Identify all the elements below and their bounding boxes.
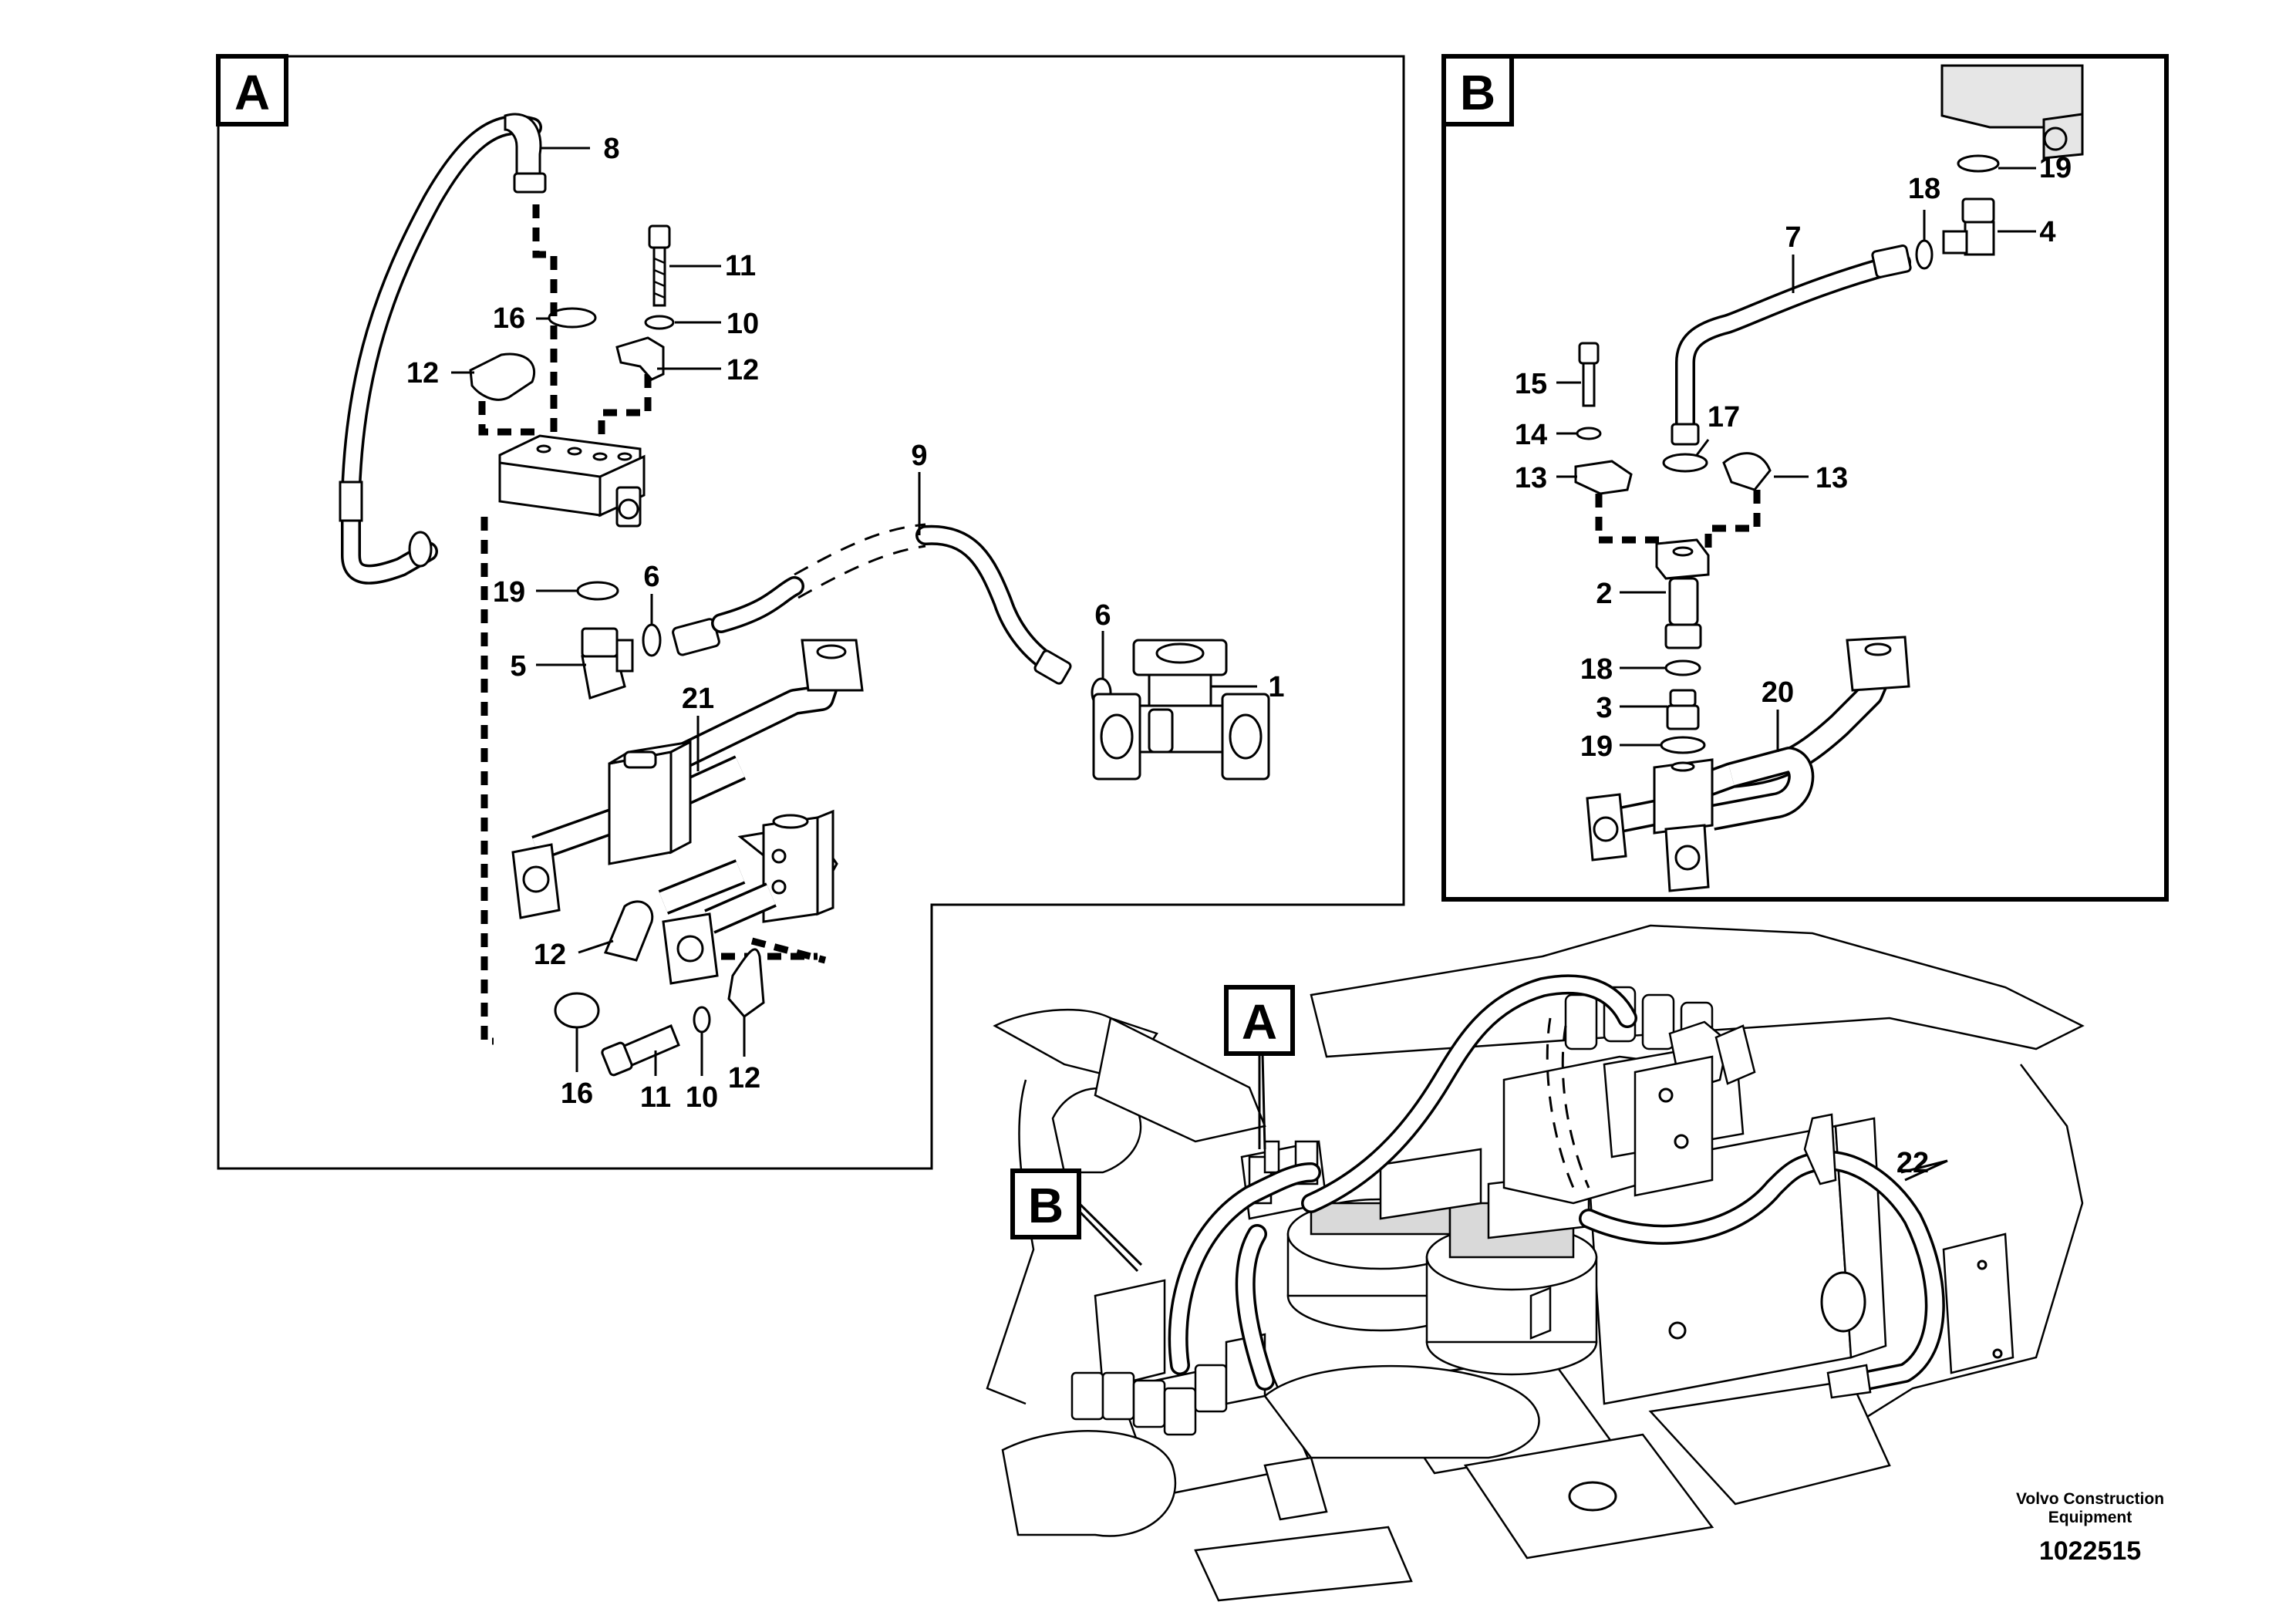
clamp-12-lower-left [603,900,654,962]
callout-b-leader [1077,1202,1143,1273]
callout-6-right: 6 [1094,599,1111,632]
washer-10-upper [644,315,675,330]
footer: Volvo Construction Equipment 1022515 [2016,1490,2164,1566]
callout-14: 14 [1515,419,1547,451]
callout-18-lower: 18 [1580,653,1613,686]
panel-b-badge-box [1441,54,1514,126]
o-ring-19-b-top [1957,154,2000,173]
callout-11-lower: 11 [640,1081,671,1114]
pipe-20 [1586,636,1910,892]
overview-callout-a: A [1242,994,1277,1050]
clamp-12-right [615,336,665,381]
guide-line-lower [480,517,494,1045]
screw-11-lower [601,1024,680,1077]
panel-a: A [216,54,1405,1170]
flange-2 [1655,538,1710,649]
callout-8: 8 [603,133,619,165]
callout-18-top: 18 [1908,173,1940,205]
washer-10-lower [693,1006,711,1034]
o-ring-17 [1662,453,1708,473]
hose-8 [339,113,547,585]
callout-13-right: 13 [1816,462,1848,494]
swing-motors [1263,1148,1598,1459]
callout-6-left: 6 [643,561,659,593]
guide-line-b-left [1595,494,1666,544]
callout-19-a: 19 [493,576,525,609]
callout-4: 4 [2039,216,2055,248]
screw-11-upper [648,224,671,307]
panel-a-badge: A [234,65,270,120]
washer-14 [1576,427,1602,440]
callout-21: 21 [682,683,714,715]
document-number: 1022515 [2039,1536,2141,1566]
guide-line-flange-b [750,937,827,964]
valve-block-b [1940,64,2084,160]
clamp-13-right [1722,452,1772,491]
guide-line-clamp-left [478,401,544,436]
callout-20: 20 [1762,676,1794,709]
o-ring-6-left [642,623,662,657]
callout-3: 3 [1596,692,1612,724]
callout-5: 5 [510,650,526,683]
callout-12-right: 12 [727,354,759,386]
hose-7 [1671,244,1912,446]
callout-numbers: 8 11 16 10 12 12 9 19 6 6 5 1 21 12 16 1… [406,133,2072,1179]
overview-flanges-b [1070,1279,1266,1436]
panel-b-badge: B [1460,65,1495,120]
o-ring-19-a [576,581,619,601]
clamp-12-lower-right [727,948,765,1019]
callout-13-left: 13 [1515,462,1547,494]
callout-19-b-top: 19 [2039,152,2072,184]
control-valve [1502,986,1756,1340]
callout-7: 7 [1785,221,1801,254]
hose-9 [672,523,1072,685]
callout-1: 1 [1268,671,1284,703]
clamp-13-left [1574,460,1633,495]
callout-17: 17 [1708,401,1740,433]
elbow-5 [581,627,634,700]
o-ring-18-lower [1664,659,1701,676]
machine-overview: A B [986,924,2085,1602]
valve-block [498,434,646,528]
o-ring-19-b-lower [1660,736,1706,754]
callout-16-lower: 16 [561,1077,593,1110]
callout-11-upper: 11 [725,250,756,282]
tee-block-1 [1092,639,1270,781]
callout-15: 15 [1515,368,1547,400]
callout-2: 2 [1596,578,1612,610]
guide-line-8 [532,204,558,432]
nipple-3 [1666,689,1700,730]
o-ring-18-top [1915,239,1934,270]
leader-lines [451,147,2036,1182]
panel-b: B [1441,54,2169,902]
callout-a-leader [1258,1053,1266,1150]
callout-9: 9 [911,440,927,472]
callout-12-lower-left: 12 [534,939,566,971]
guide-line-b-right [1704,490,1761,548]
callout-19-b-lower: 19 [1580,730,1613,763]
clamp-12-left [469,352,536,401]
o-ring-16-upper [548,307,597,329]
overview-callout-b: B [1028,1178,1064,1233]
callout-12-lower-right: 12 [728,1062,760,1094]
screw-15 [1578,342,1600,407]
callout-22: 22 [1896,1147,1929,1179]
elbow-4 [1942,197,1995,256]
guide-line-clamp-right [598,374,652,443]
panel-a-badge-box [216,54,288,126]
brand-line-1: Volvo Construction [2016,1490,2164,1508]
callout-12-left: 12 [406,357,439,389]
o-ring-16-lower [554,992,600,1029]
callout-10-lower: 10 [686,1081,718,1114]
brand-line-2: Equipment [2048,1509,2132,1526]
pipe-21 [511,639,864,985]
callout-16-upper: 16 [493,302,525,335]
callout-10-upper: 10 [727,308,759,340]
